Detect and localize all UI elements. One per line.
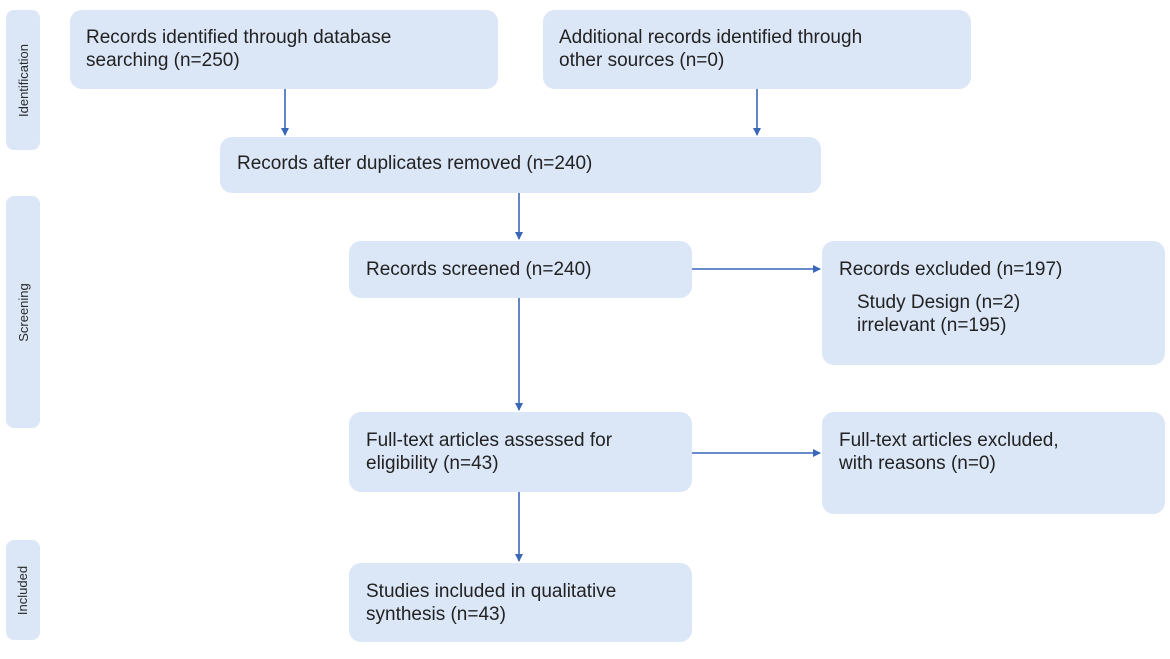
fulltext-assessed-box: Full-text articles assessed for eligibil… [349,412,692,492]
records-excluded-box: Records excluded (n=197) Study Design (n… [822,241,1165,365]
records-screened-line1: Records screened (n=240) [366,259,592,280]
studies-included-box: Studies included in qualitative synthesi… [349,563,692,642]
excluded-study-design: Study Design (n=2) [857,292,1021,313]
duplicates-removed-line1: Records after duplicates removed (n=240) [237,153,593,174]
stage-identification-bar: Identification [6,10,40,150]
fulltext-excluded-box: Full-text articles excluded, with reason… [822,412,1165,514]
fulltext-assessed-line2: eligibility (n=43) [366,453,499,474]
stage-included-bar: Included [6,540,40,640]
records-screened-box: Records screened (n=240) [349,241,692,298]
database-search-box: Records identified through database sear… [70,10,498,89]
other-sources-box: Additional records identified through ot… [543,10,971,89]
database-search-line2: searching (n=250) [86,50,240,71]
records-excluded-line1: Records excluded (n=197) [839,259,1063,280]
stage-screening-bar: Screening [6,196,40,428]
fulltext-excluded-line2: with reasons (n=0) [839,453,996,474]
database-search-line1: Records identified through database [86,27,392,48]
studies-included-line1: Studies included in qualitative [366,581,617,602]
other-sources-line2: other sources (n=0) [559,50,725,71]
excluded-irrelevant: irrelevant (n=195) [857,315,1007,336]
fulltext-assessed-line1: Full-text articles assessed for [366,430,613,451]
fulltext-excluded-line1: Full-text articles excluded, [839,430,1059,451]
other-sources-line1: Additional records identified through [559,27,863,48]
studies-included-line2: synthesis (n=43) [366,604,506,625]
duplicates-removed-box: Records after duplicates removed (n=240) [220,137,821,193]
